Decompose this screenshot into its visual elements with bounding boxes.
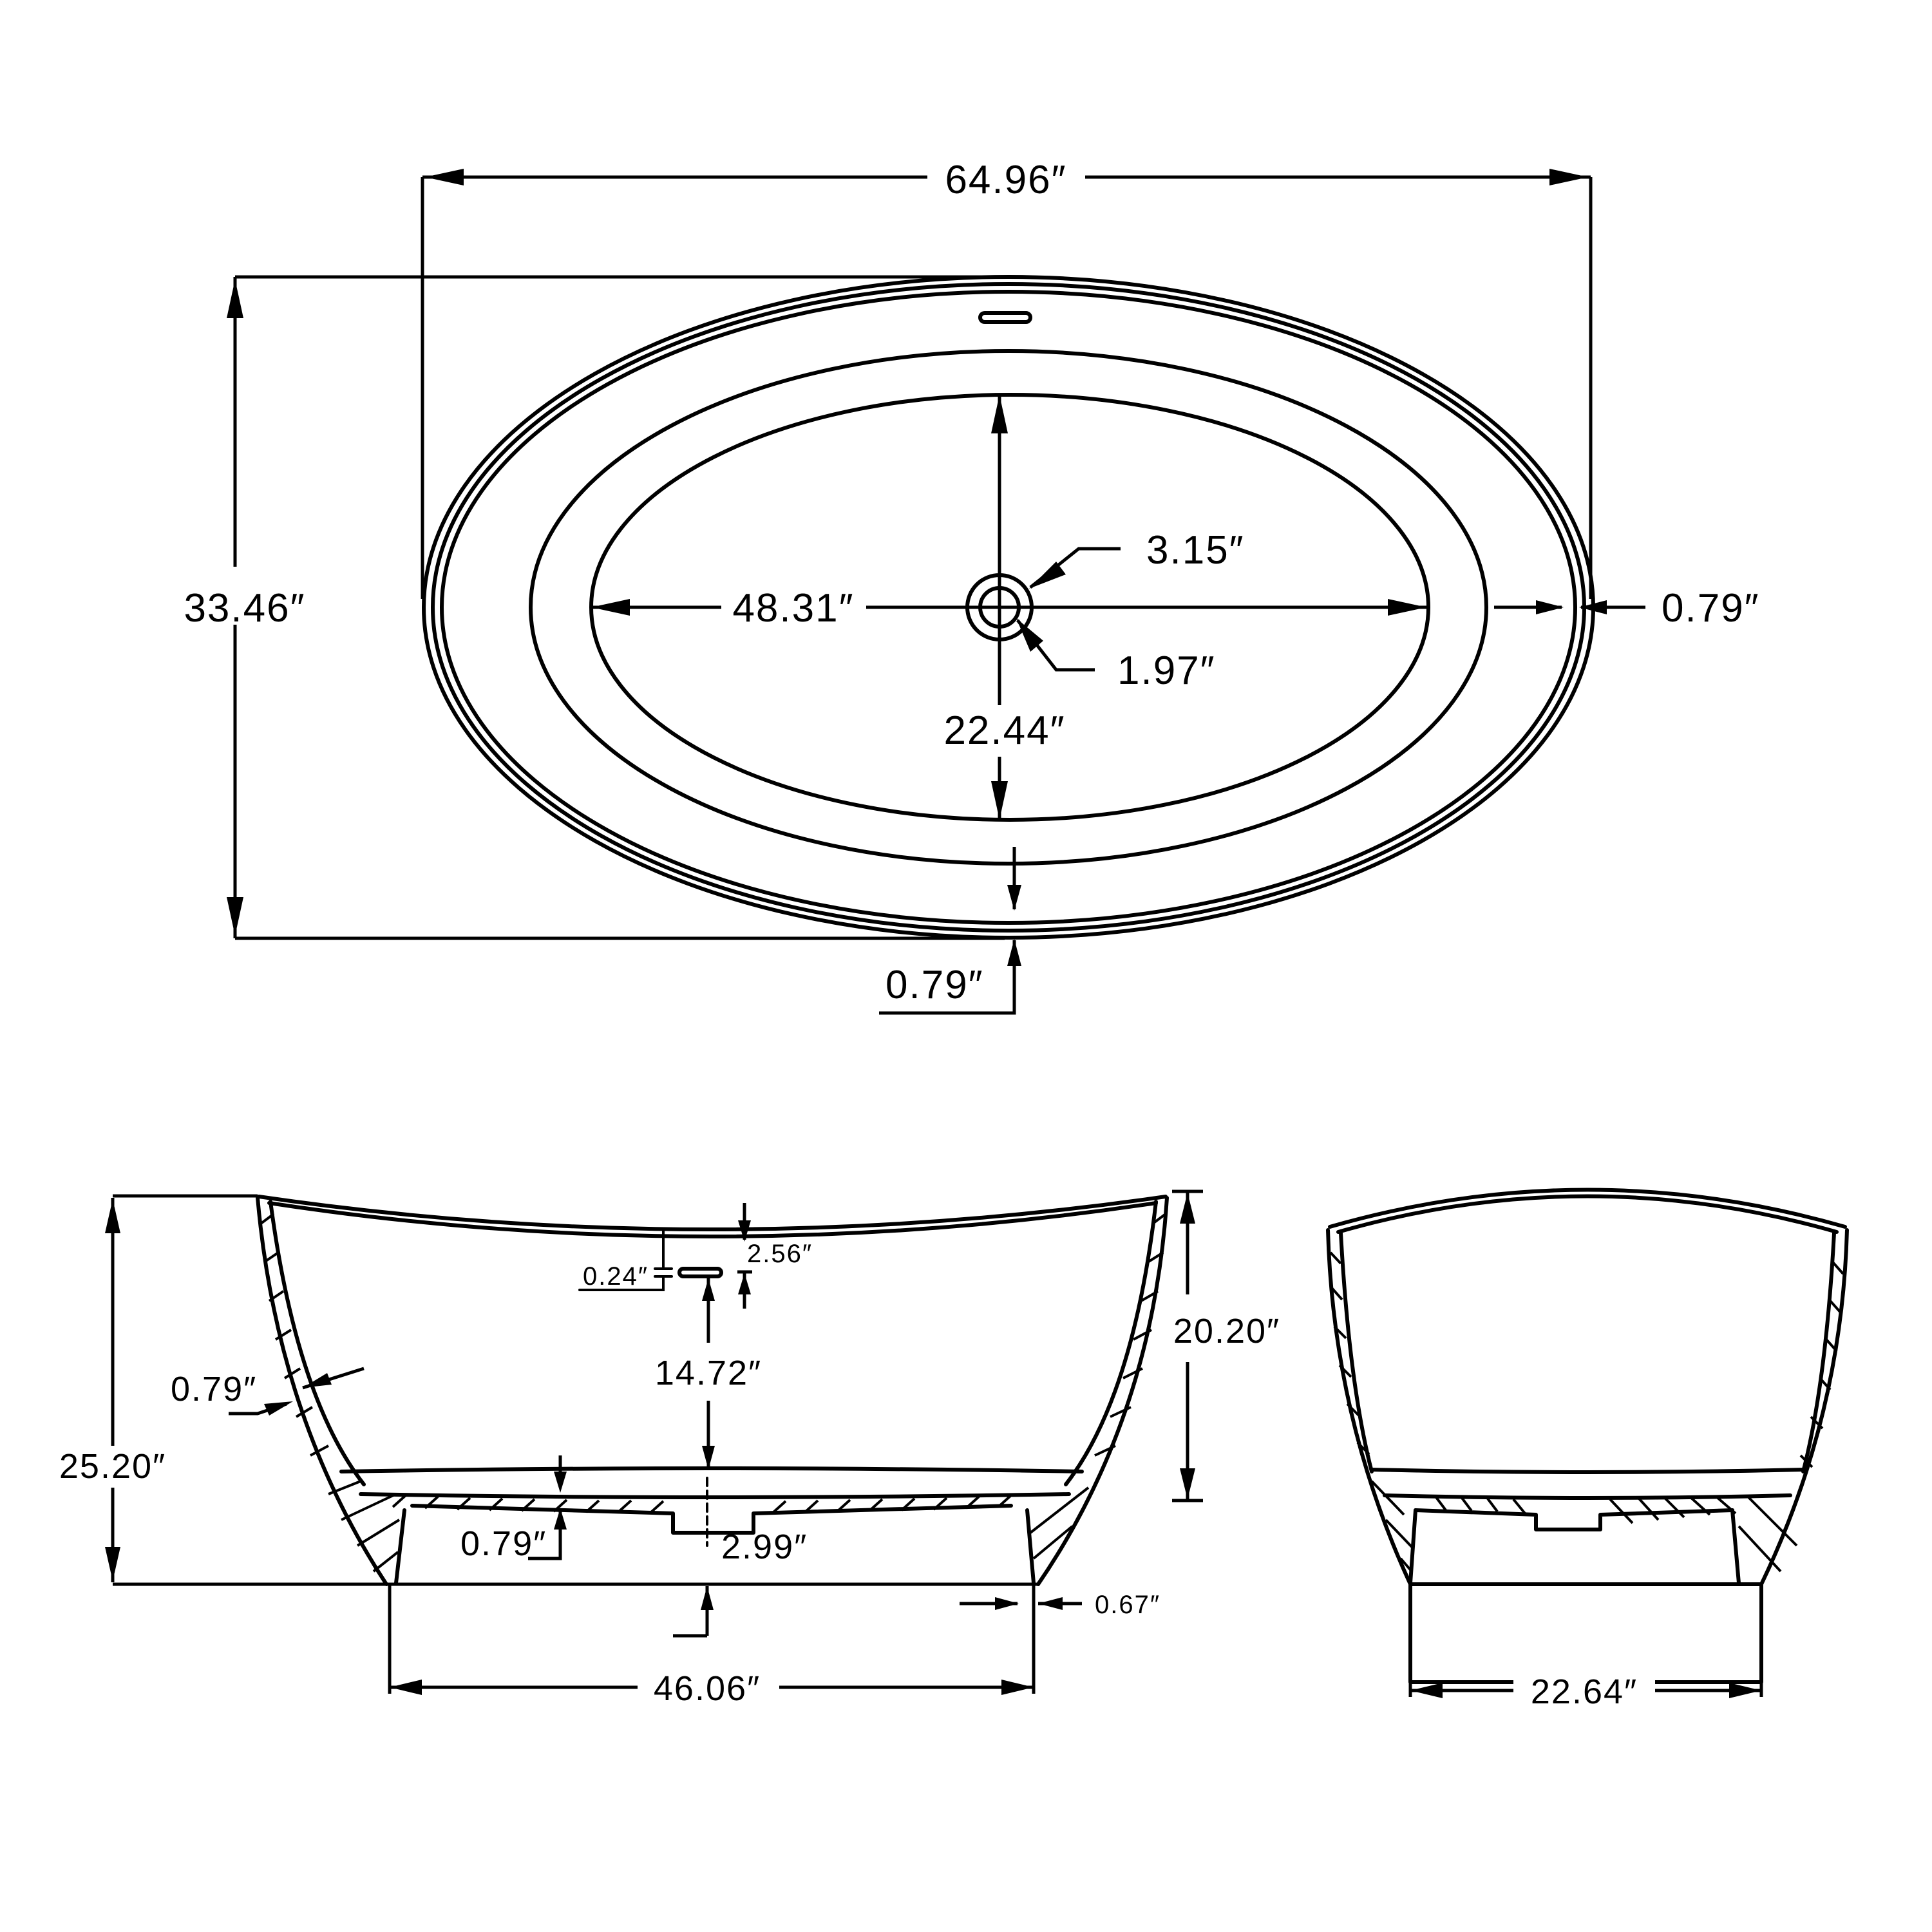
side-right-inner-wall: [1064, 1200, 1158, 1486]
overflow-slot: [978, 311, 1032, 324]
base-wall-label: 0.67″: [1095, 1591, 1160, 1619]
rim-thickness-side-label: 0.79″: [1662, 586, 1760, 630]
drain-height-label: 2.99″: [721, 1528, 808, 1566]
interior-length-label: 48.31″: [732, 586, 854, 630]
end-left-outer-wall: [1326, 1228, 1412, 1586]
overflow-slot-height-label: 0.24″: [583, 1262, 649, 1291]
plan-view: 64.96″ 33.46″ 48.31″ 22.44″ 3.15″ 1.97″: [174, 151, 1760, 1015]
base-length-label: 46.06″: [654, 1669, 761, 1708]
interior-depth-label: 20.20″: [1173, 1312, 1280, 1350]
drain-outer-diameter-label: 3.15″: [1146, 528, 1245, 573]
side-right-outer-wall: [1036, 1196, 1169, 1586]
tub-inner-rim: [529, 349, 1488, 866]
side-overflow-slot: [677, 1267, 723, 1278]
end-section-view: 22.64″: [1326, 1188, 1849, 1711]
overflow-to-floor-label: 14.72″: [655, 1354, 762, 1392]
end-left-inner-wall: [1339, 1231, 1374, 1473]
side-rim-top: [257, 1195, 1168, 1231]
overall-height-label: 25.20″: [59, 1447, 166, 1486]
end-wall-hatching: [1329, 1251, 1844, 1573]
end-right-outer-wall: [1759, 1228, 1849, 1586]
interior-width-label: 22.44″: [943, 708, 1065, 753]
side-left-outer-wall: [256, 1196, 388, 1586]
tub-rim-line-3: [440, 290, 1577, 925]
floor-thickness-label: 0.79″: [460, 1524, 547, 1563]
side-section-view: 25.20″ 20.20″ 0.79″ 2.56″ 0.24″ 14.: [58, 1189, 1280, 1708]
overall-width-label: 33.46″: [184, 586, 305, 630]
end-right-inner-wall: [1801, 1231, 1836, 1473]
overall-length-label: 64.96″: [945, 158, 1066, 202]
end-rim-top: [1328, 1188, 1847, 1229]
overflow-to-rim-label: 2.56″: [747, 1240, 813, 1268]
end-base-width-label: 22.64″: [1531, 1672, 1638, 1711]
side-floor-hatching: [260, 1213, 1167, 1573]
side-left-inner-wall: [269, 1200, 366, 1486]
wall-thickness-label: 0.79″: [171, 1370, 257, 1408]
drain-inner-diameter-label: 1.97″: [1117, 649, 1216, 693]
rim-thickness-front-label: 0.79″: [886, 963, 984, 1007]
